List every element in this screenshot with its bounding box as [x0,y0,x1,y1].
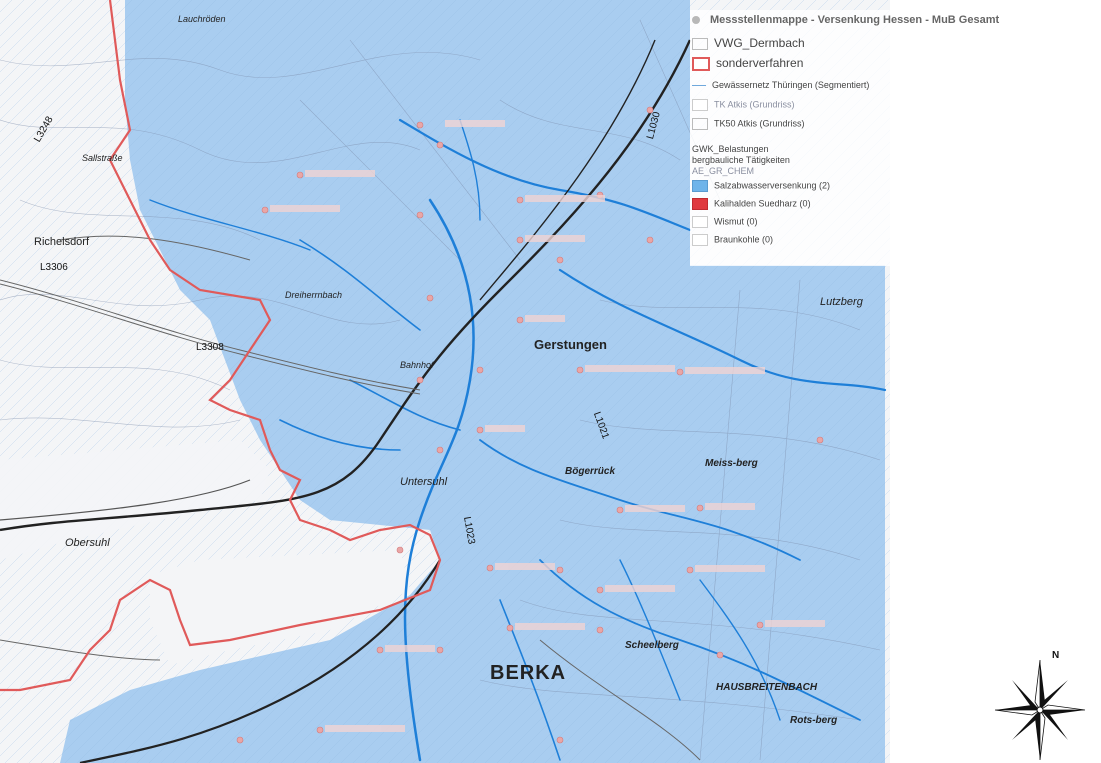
station-labels [270,120,825,732]
legend-item-ae-gr-chem[interactable]: AE_GR_CHEM [692,166,755,176]
place-gerstungen: Gerstungen [534,337,607,352]
railways [0,39,692,763]
legend-item-tk50-atkis[interactable]: TK50 Atkis (Grundriss) [692,118,805,130]
sonderverfahren-border [0,0,442,692]
white-enclave-west [0,440,270,560]
place-lauchroeden: Lauchröden [178,14,226,24]
layer-dot-icon [692,16,700,25]
outline-swatch-icon [692,118,708,130]
red-fill-swatch-icon [692,198,708,210]
red-outline-swatch-icon [692,56,710,71]
legend-item-kalihalden[interactable]: Kalihalden Suedharz (0) [692,198,811,210]
place-obersuhl: Obersuhl [65,537,110,549]
outline-swatch-icon [692,37,708,50]
place-untersuhl: Untersuhl [400,476,448,488]
measurement-points [236,106,824,744]
place-scheelberg: Scheelberg [625,640,679,651]
legend-item-bergbau[interactable]: bergbauliche Tätigkeiten [692,155,790,165]
white-fill-swatch-icon [692,216,708,228]
legend-item-vwg-dermbach[interactable]: VWG_Dermbach [692,36,805,50]
roads [0,235,701,761]
compass-rose-icon [994,659,1086,760]
legend-item-gwk-belastungen[interactable]: GWK_Belastungen [692,144,769,154]
topo-lines [0,19,881,761]
legend-item-gewaessernetz[interactable]: Gewässernetz Thüringen (Segmentiert) [692,80,869,90]
legend-item-wismut[interactable]: Wismut (0) [692,216,758,228]
place-sallstrasse: Sallstraße [82,153,123,163]
compass-north-label: N [1052,650,1060,661]
blue-line-swatch-icon [692,85,706,87]
place-bahnhof: Bahnhof [400,360,434,370]
place-dreiherrnbach: Dreiherrnbach [285,290,343,300]
river-network [149,118,887,762]
legend-title: Messstellenmappe - Versenkung Hessen - M… [692,14,999,26]
legend-item-salzabwasser[interactable]: Salzabwasserversenkung (2) [692,180,830,192]
place-hausbreitenbach: HAUSBREITENBACH [716,682,818,693]
blue-fill-swatch-icon [692,180,708,192]
road-l3306: L3306 [40,262,68,273]
place-rotsberg: Rots-berg [790,715,838,726]
road-l3308: L3308 [196,342,224,353]
place-boegerrueck: Bögerrück [565,466,616,477]
legend-item-sonderverfahren[interactable]: sonderverfahren [692,56,803,71]
legend-item-braunkohle[interactable]: Braunkohle (0) [692,234,773,246]
place-berka: BERKA [490,662,567,684]
white-fill-swatch-icon [692,234,708,246]
legend-item-tk-atkis[interactable]: TK Atkis (Grundriss) [692,99,795,111]
place-lutzberg: Lutzberg [820,296,863,308]
place-richelsdorf: Richelsdorf [34,236,90,248]
white-enclave-south [150,550,410,665]
faint-swatch-icon [692,99,708,111]
place-meissberg: Meiss-berg [705,458,758,469]
legend-panel: Messstellenmappe - Versenkung Hessen - M… [690,10,1101,266]
